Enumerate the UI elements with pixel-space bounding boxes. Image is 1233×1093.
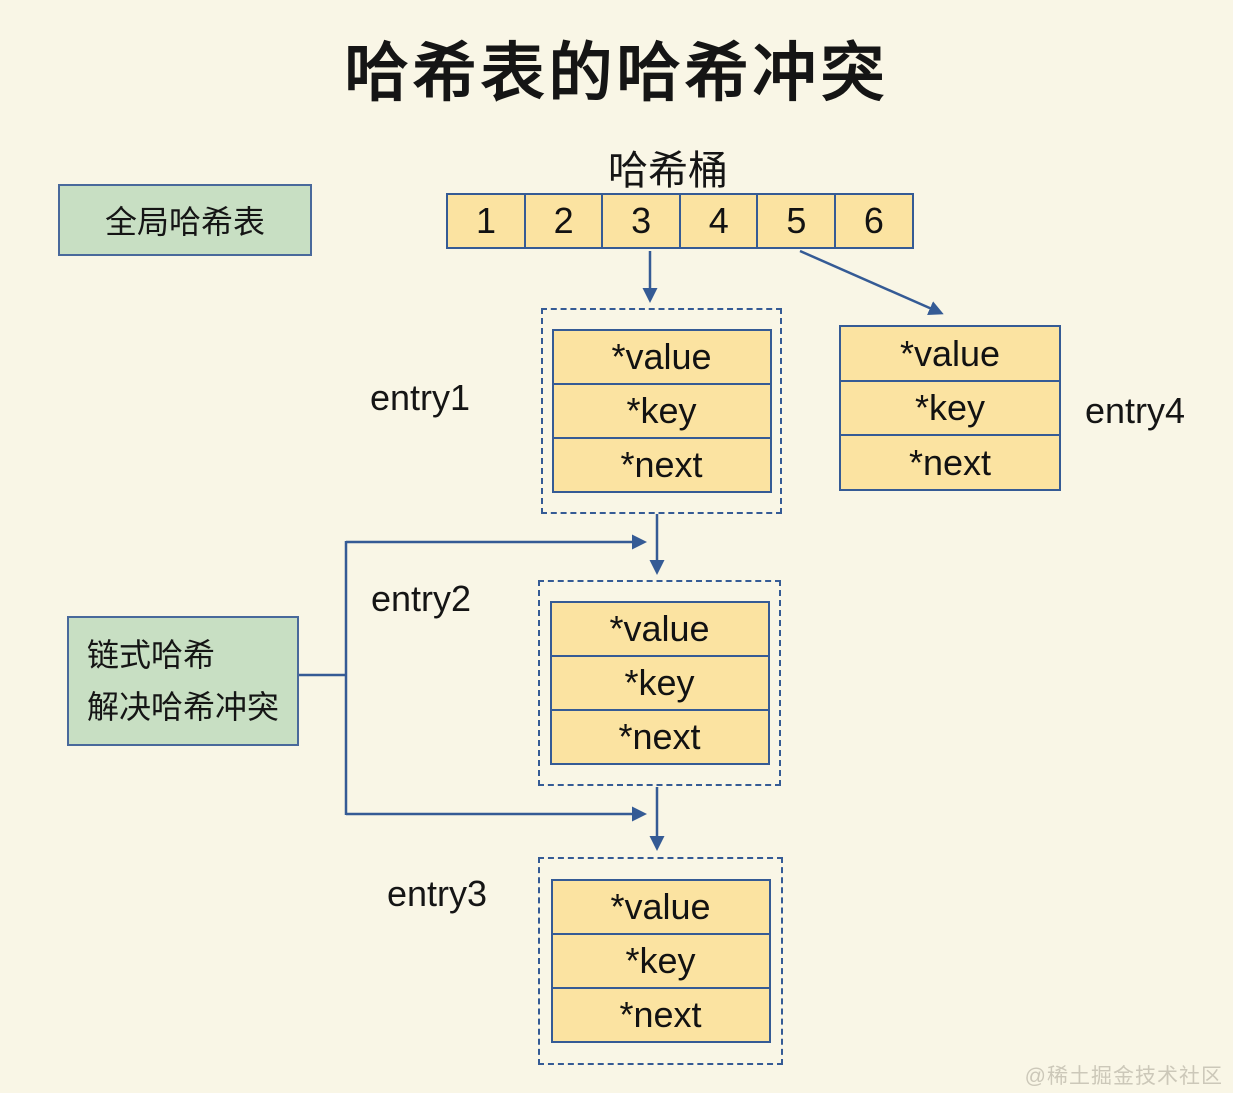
entry2-value-field: *value [549, 601, 770, 658]
hash-bucket-label: 哈希桶 [608, 149, 728, 193]
page-title: 哈希表的哈希冲突 [344, 37, 889, 109]
entry3-value-field: *value [550, 879, 771, 936]
entry4-value-field: *value [839, 325, 1061, 382]
bucket-cell-4: 4 [678, 193, 759, 249]
bucket-cell-6: 6 [833, 193, 914, 249]
entry3-key-field: *key [550, 933, 771, 989]
watermark: @稀土掘金技术社区 [1024, 1065, 1223, 1088]
entry4-next-field: *next [839, 434, 1061, 492]
global-hash-table-label: 全局哈希表 [104, 204, 265, 240]
entry2-label: entry2 [371, 578, 472, 619]
entry1-fields: *value *key *next [551, 329, 772, 493]
entry1-key-field: *key [551, 383, 772, 439]
bucket-cell-2: 2 [523, 193, 604, 249]
bucket-cell-3: 3 [601, 193, 682, 249]
entry4-box: *value *key *next [839, 325, 1061, 492]
entry4-label: entry4 [1085, 390, 1186, 431]
entry1-next-field: *next [551, 436, 772, 493]
entry3-next-field: *next [550, 986, 771, 1043]
entry2-box: *value *key *next [538, 580, 781, 786]
arrow-bucket5-to-entry4 [799, 249, 944, 316]
entry2-next-field: *next [549, 708, 770, 765]
entry1-box: *value *key *next [541, 308, 782, 514]
entry3-label: entry3 [387, 873, 488, 914]
global-hash-table-box: 全局哈希表 [58, 184, 312, 256]
entry2-key-field: *key [549, 655, 770, 711]
entry3-fields: *value *key *next [550, 879, 771, 1043]
entry1-label: entry1 [370, 377, 471, 418]
entry3-box: *value *key *next [538, 857, 783, 1065]
hash-bucket-row: 1 2 3 4 5 6 [446, 193, 914, 249]
entry4-key-field: *key [839, 379, 1061, 437]
bucket-cell-1: 1 [446, 193, 527, 249]
chained-hash-line2: 解决哈希冲突 [87, 689, 280, 725]
chained-hash-box: 链式哈希 解决哈希冲突 [67, 616, 299, 746]
chained-hash-line1: 链式哈希 [87, 637, 216, 673]
bucket-cell-5: 5 [756, 193, 837, 249]
entry1-value-field: *value [551, 329, 772, 386]
entry2-fields: *value *key *next [549, 601, 770, 765]
